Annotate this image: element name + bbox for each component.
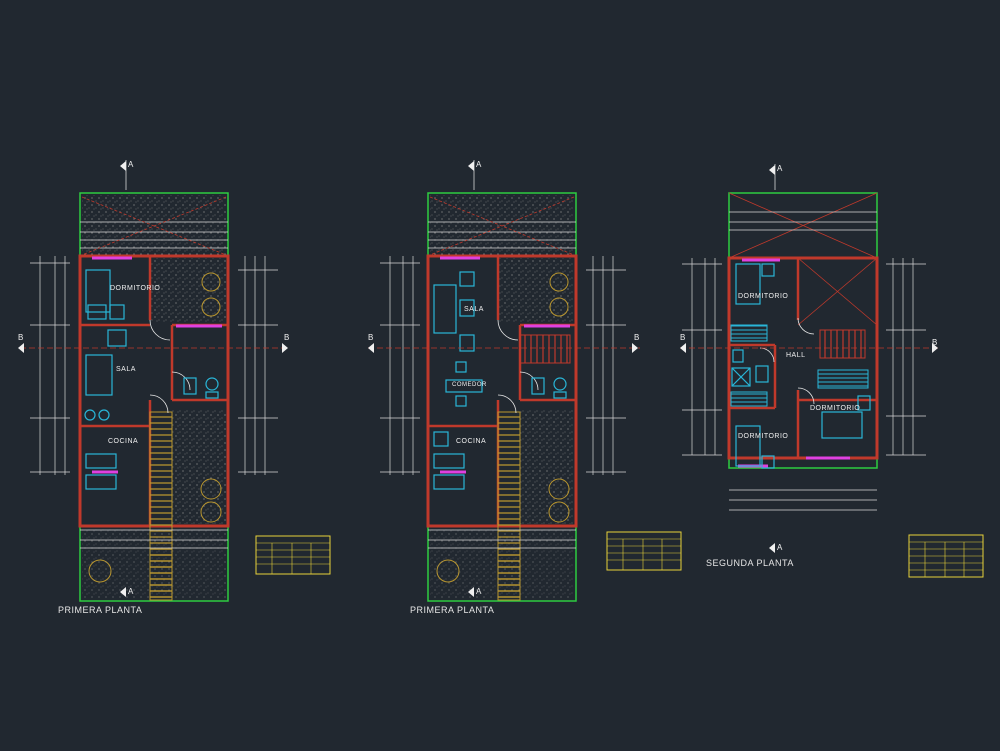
building-walls: [727, 256, 879, 460]
plan-title-1: PRIMERA PLANTA: [58, 605, 143, 615]
section-mark-b: B: [932, 338, 938, 347]
bed: [735, 425, 761, 467]
plan-title-2: PRIMERA PLANTA: [410, 605, 495, 615]
bed: [735, 263, 761, 305]
room-label-cocina: COCINA: [456, 438, 487, 445]
sofa: [433, 284, 457, 334]
toilet: [531, 377, 545, 395]
kitchen-counter: [433, 453, 465, 469]
kitchen-counter: [85, 453, 117, 469]
top-dimensions: [80, 221, 228, 249]
bed: [821, 411, 863, 439]
plan-title-3: SEGUNDA PLANTA: [706, 558, 794, 568]
plan-1: [20, 192, 331, 602]
plan-2: [368, 192, 682, 602]
toilet: [183, 377, 197, 395]
section-mark-b: B: [368, 333, 374, 342]
section-arrows: [18, 161, 938, 597]
plan-3: [680, 192, 984, 578]
bed: [85, 269, 111, 313]
section-mark-a: A: [128, 587, 134, 596]
section-mark-a: A: [476, 587, 482, 596]
room-label-dormitorio: DORMITORIO: [738, 433, 789, 440]
room-label-dormitorio: DORMITORIO: [110, 285, 161, 292]
room-label-dormitorio: DORMITORIO: [738, 293, 789, 300]
room-label-dormitorio: DORMITORIO: [810, 405, 861, 412]
legend-table: [606, 531, 682, 571]
room-label-sala: SALA: [464, 306, 484, 313]
room-label-sala: SALA: [116, 366, 136, 373]
toilet: [755, 365, 769, 383]
legend-table: [255, 535, 331, 575]
section-mark-b: B: [18, 333, 24, 342]
section-mark-a: A: [476, 160, 482, 169]
dining-table: [85, 354, 113, 396]
room-label-comedor: COMEDOR: [452, 382, 487, 388]
section-mark-a: A: [128, 160, 134, 169]
garden-top: [82, 195, 226, 255]
section-mark-b: B: [634, 333, 640, 342]
section-mark-a: A: [777, 543, 783, 552]
dining-table: [445, 379, 483, 393]
room-label-cocina: COCINA: [108, 438, 139, 445]
room-label-hall: HALL: [786, 352, 806, 359]
section-mark-a: A: [777, 164, 783, 173]
section-mark-b: B: [284, 333, 290, 342]
armchair: [107, 329, 127, 347]
section-mark-b: B: [680, 333, 686, 342]
